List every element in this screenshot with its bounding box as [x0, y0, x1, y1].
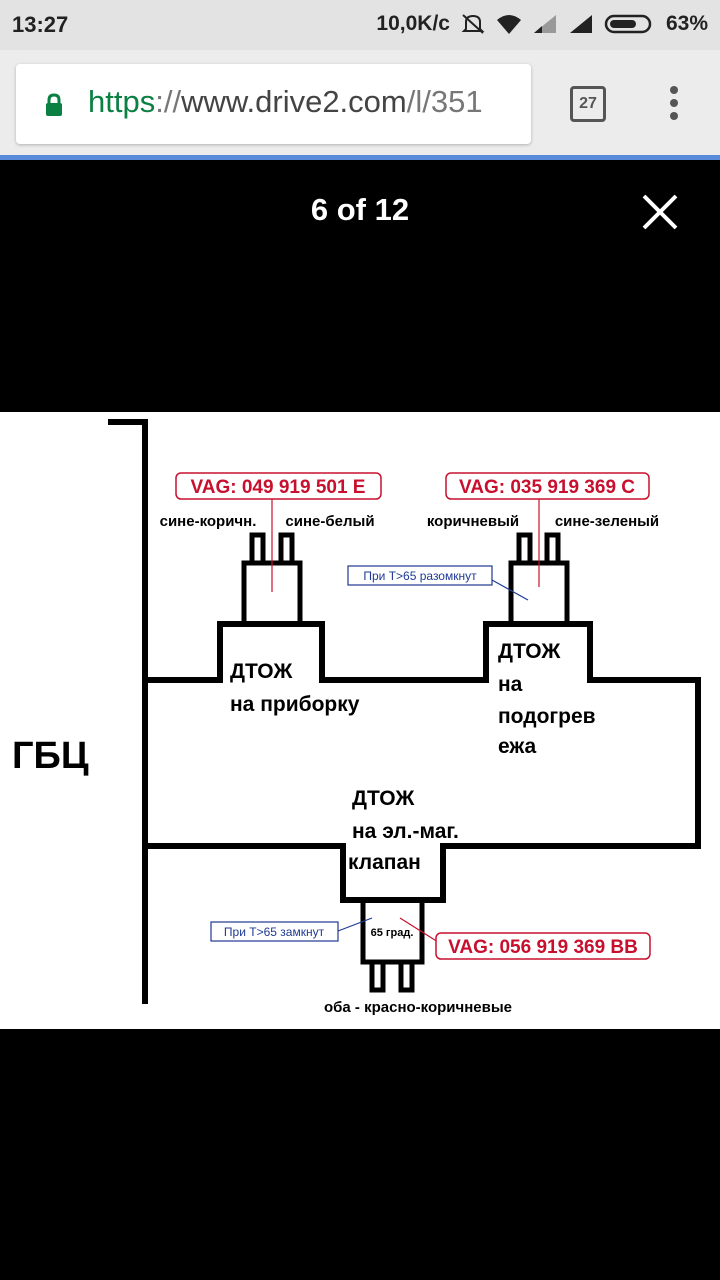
url-scheme: https	[88, 84, 156, 119]
sensor3-pin-right	[398, 959, 415, 993]
sensor1-pin-left	[249, 532, 266, 566]
url-separator: ://	[155, 84, 182, 119]
sensor3-body	[360, 897, 425, 965]
network-speed: 10,0K/c	[376, 12, 450, 35]
wifi-icon	[496, 15, 521, 34]
sensor2-note: При Т>65 разомкнут	[363, 569, 477, 583]
status-time: 13:27	[12, 12, 69, 37]
sensor1-part-no: VAG: 049 919 501 E	[191, 477, 366, 498]
image-counter: 6 of 12	[310, 192, 410, 227]
coolant-channel	[145, 621, 701, 903]
page-load-progress	[0, 155, 720, 160]
status-bar: 13:27 10,0K/c 63%	[0, 0, 720, 50]
coolant-sensor-diagram: VAG: 049 919 501 E VAG: 035 919 369 C VA…	[12, 419, 701, 1016]
url-host: www.drive2.com	[181, 84, 407, 119]
battery-icon	[604, 14, 652, 34]
gallery-image[interactable]: VAG: 049 919 501 E VAG: 035 919 369 C VA…	[0, 412, 720, 1029]
head-label: ГБЦ	[12, 735, 89, 777]
sensor2-part-no: VAG: 035 919 369 C	[459, 477, 635, 498]
sensor1-title: ДТОЖ	[230, 660, 293, 683]
sensor1-part-box	[175, 472, 382, 500]
sensor2-line4: ежа	[498, 735, 537, 758]
sensor3-line2: на эл.-маг.	[352, 820, 459, 843]
sensor3-part-box	[435, 932, 651, 960]
gallery-header: 6 of 12	[0, 160, 720, 412]
menu-icon[interactable]	[668, 86, 680, 124]
sensor2-line2: на	[498, 673, 523, 696]
sensor2-title: ДТОЖ	[498, 640, 561, 663]
url-text: https://www.drive2.com/l/351	[88, 84, 523, 120]
close-icon[interactable]	[640, 192, 680, 232]
battery-percent: 63%	[665, 12, 708, 35]
signal-icon-2	[569, 15, 592, 33]
signal-icon-1	[533, 15, 556, 33]
sensor3-line3: клапан	[348, 851, 421, 874]
sensor3-temp: 65 град.	[371, 927, 414, 939]
sensor3-note-box	[210, 921, 339, 942]
sensor3-wires: оба - красно-коричневые	[324, 999, 512, 1016]
sensor1-pin-right	[278, 532, 295, 566]
sensor3-note-leader	[337, 917, 373, 932]
sensor2-pin-left	[516, 532, 533, 566]
url-path: /l/351	[406, 84, 483, 119]
sensor2-pin-right	[544, 532, 561, 566]
gallery-footer	[0, 1029, 720, 1280]
sensor3-part-no: VAG: 056 919 369 BB	[448, 937, 638, 958]
sensor1-wire-right: сине-белый	[285, 513, 374, 530]
sensor1-wire-left: сине-коричн.	[160, 513, 257, 530]
browser-toolbar: https://www.drive2.com/l/351 27	[0, 50, 720, 156]
sensor2-wire-left: коричневый	[427, 513, 519, 530]
sensor2-part-box	[445, 472, 650, 500]
lock-icon	[46, 93, 62, 116]
sensor2-line3: подогрев	[498, 705, 596, 728]
mute-icon	[461, 14, 485, 34]
sensor2-note-leader	[491, 579, 529, 601]
sensor1-subtitle: на приборку	[230, 693, 360, 716]
sensor3-leader	[399, 917, 439, 943]
url-field[interactable]: https://www.drive2.com/l/351	[16, 64, 531, 144]
sensor2-wire-right: сине-зеленый	[555, 513, 659, 530]
sensor3-title: ДТОЖ	[352, 787, 415, 810]
sensor3-note: При Т>65 замкнут	[224, 925, 325, 939]
sensor2-note-box	[347, 565, 493, 586]
head-wall	[108, 419, 148, 1004]
sensor3-pin-left	[369, 959, 386, 993]
tab-switcher-button[interactable]: 27	[570, 86, 606, 122]
